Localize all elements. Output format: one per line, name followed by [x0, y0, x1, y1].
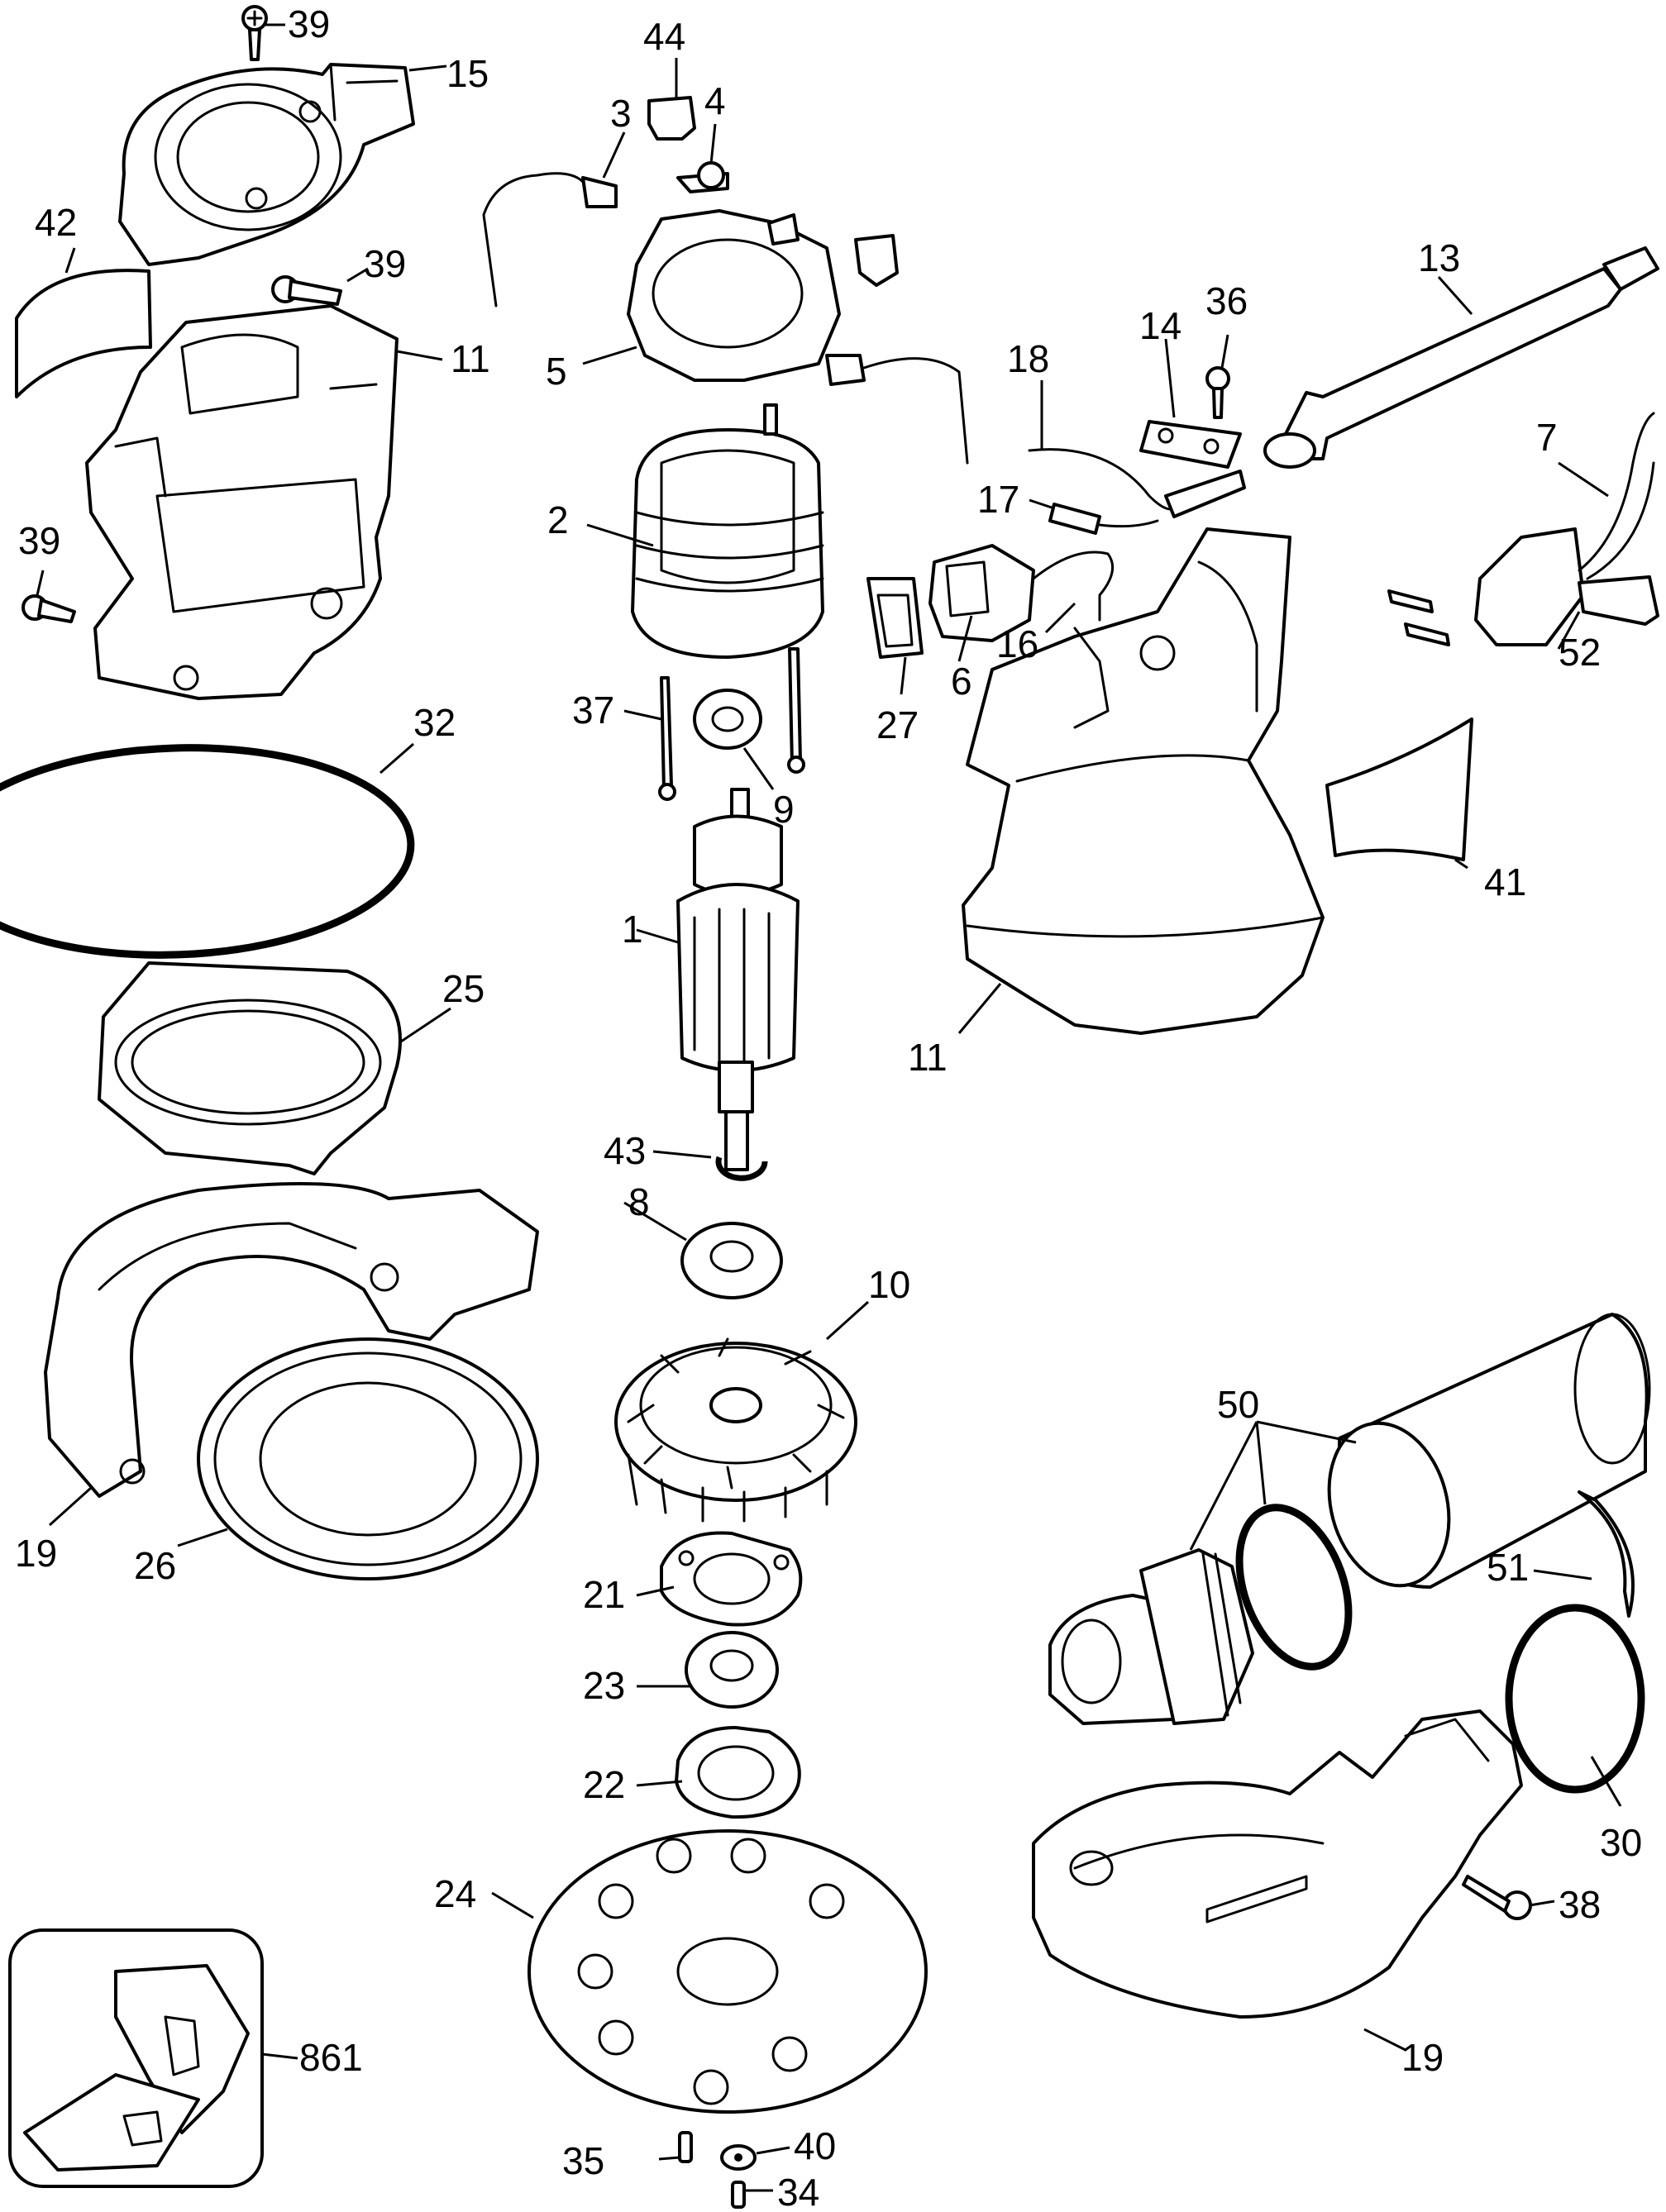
- callout-40: 40: [794, 2124, 836, 2167]
- clamp-ring-22: [675, 1726, 801, 1819]
- callout-42: 42: [35, 201, 77, 244]
- dust-canister: [1327, 1313, 1651, 1589]
- callout-23: 23: [583, 1664, 625, 1707]
- screw-35: [678, 2131, 693, 2163]
- callout-3: 3: [610, 92, 632, 135]
- callout-15: 15: [446, 52, 489, 95]
- callout-21: 21: [583, 1573, 625, 1616]
- callout-19: 19: [1401, 2036, 1444, 2079]
- dust-adapter-50: [1048, 1548, 1254, 1725]
- callout-labels: 39 15 44 3 4 42 39 11 5 13 36 14 18 7 2 …: [15, 2, 1642, 2212]
- brush-cap: [854, 234, 899, 287]
- callout-52: 52: [1559, 631, 1601, 674]
- tag-52: [1578, 575, 1659, 626]
- fan-10: [614, 1337, 857, 1523]
- callout-50: 50: [1217, 1383, 1259, 1426]
- callout-1: 1: [622, 908, 643, 951]
- brush-spring-4: [676, 161, 729, 193]
- callout-13: 13: [1418, 236, 1460, 279]
- lever-44: [647, 96, 696, 141]
- switch-boot-27: [866, 577, 924, 659]
- callout-11: 11: [908, 1036, 948, 1079]
- o-ring-50: [1235, 1504, 1353, 1671]
- cord-protector-13: [1263, 246, 1659, 469]
- callout-11: 11: [451, 337, 490, 380]
- callout-5: 5: [546, 350, 567, 393]
- label-sticker-41: [1325, 717, 1473, 861]
- armature-1: [676, 788, 800, 1171]
- bearing-9: [693, 689, 762, 750]
- bezel-ring-25: [98, 961, 402, 1175]
- carry-case-861: [8, 1928, 264, 2188]
- leader-lines: [36, 23, 1622, 2192]
- screw-39-top: [241, 5, 268, 61]
- label-sticker-42: [15, 269, 152, 398]
- callout-14: 14: [1139, 304, 1181, 347]
- callout-27: 27: [876, 703, 919, 746]
- screw-39-lower: [21, 594, 76, 623]
- brush-holder-5: [627, 209, 841, 382]
- callout-30: 30: [1600, 1821, 1642, 1864]
- field-coil-2: [631, 403, 824, 659]
- callout-39: 39: [18, 519, 60, 562]
- switch-6: [928, 544, 1035, 642]
- bearing-retainer-21: [660, 1531, 803, 1627]
- housing-half-11-right: [962, 527, 1325, 1035]
- callout-9: 9: [773, 788, 795, 831]
- callout-34: 34: [777, 2171, 819, 2212]
- screw-36: [1205, 366, 1230, 419]
- callout-18: 18: [1007, 337, 1049, 380]
- brush-lead-3: [482, 172, 618, 307]
- callout-44: 44: [643, 15, 685, 58]
- callout-7: 7: [1536, 416, 1558, 459]
- callout-37: 37: [572, 689, 614, 732]
- bearing-23: [685, 1631, 779, 1709]
- callout-32: 32: [413, 701, 456, 744]
- callout-6: 6: [951, 660, 972, 703]
- callout-39: 39: [364, 242, 406, 285]
- screw-39-middle: [271, 275, 342, 306]
- callout-2: 2: [547, 498, 569, 541]
- callout-24: 24: [434, 1872, 476, 1915]
- retaining-ring-43: [715, 1156, 768, 1181]
- callout-10: 10: [868, 1263, 910, 1306]
- callout-51: 51: [1487, 1546, 1529, 1589]
- callout-861: 861: [299, 2036, 363, 2079]
- gasket-26: [197, 1337, 539, 1580]
- callout-22: 22: [583, 1763, 625, 1806]
- bearing-8: [680, 1222, 783, 1299]
- callout-17: 17: [977, 478, 1019, 521]
- long-screws-37: [658, 647, 805, 801]
- callout-25: 25: [442, 967, 485, 1010]
- housing-half-11-left: [85, 304, 399, 700]
- cord-clamp-14: [1139, 420, 1242, 469]
- dust-shroud-19-left: [44, 1182, 539, 1498]
- callout-16: 16: [996, 622, 1038, 665]
- callout-8: 8: [628, 1180, 650, 1223]
- callout-39: 39: [288, 2, 330, 45]
- callout-19: 19: [15, 1532, 57, 1575]
- callout-26: 26: [134, 1544, 176, 1587]
- callout-4: 4: [704, 79, 726, 122]
- screw-34: [731, 2181, 746, 2209]
- callout-43: 43: [604, 1129, 646, 1172]
- dust-shroud-19-right: [1032, 1709, 1523, 2019]
- screw-38: [1462, 1875, 1532, 1920]
- o-ring-30: [1505, 1604, 1645, 1794]
- brush-lead-second: [825, 354, 969, 465]
- washer-40: [720, 2144, 757, 2171]
- backing-pad-24: [527, 1829, 928, 2114]
- callout-36: 36: [1205, 279, 1248, 322]
- power-cord-7: [1387, 412, 1655, 646]
- callout-35: 35: [562, 2139, 604, 2182]
- o-ring-32: [0, 744, 415, 959]
- callout-38: 38: [1559, 1883, 1601, 1926]
- wire-16: [1032, 551, 1115, 622]
- filter-label-51: [1578, 1490, 1635, 1618]
- lead-wire-18: [1028, 448, 1246, 518]
- connector-17: [1048, 503, 1159, 535]
- top-cover-15: [118, 63, 415, 266]
- callout-41: 41: [1484, 860, 1526, 903]
